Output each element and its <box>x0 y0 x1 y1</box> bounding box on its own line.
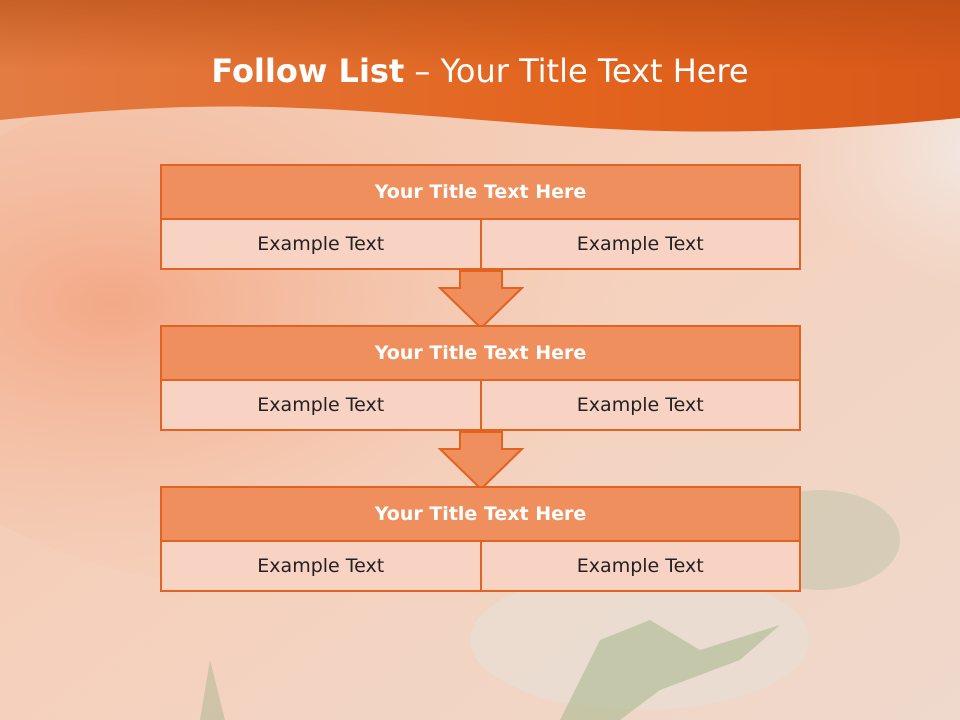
step-row: Example Text Example Text <box>160 381 801 431</box>
step-block-2: Your Title Text Here Example Text Exampl… <box>160 325 801 431</box>
page-title-rest: – Your Title Text Here <box>404 52 749 90</box>
step-block-1: Your Title Text Here Example Text Exampl… <box>160 164 801 270</box>
down-arrow-icon <box>438 431 524 491</box>
step-cell-left: Example Text <box>162 542 480 590</box>
step-title: Your Title Text Here <box>160 325 801 381</box>
step-cell-right: Example Text <box>479 542 799 590</box>
step-title: Your Title Text Here <box>160 486 801 542</box>
step-cell-left: Example Text <box>162 381 480 429</box>
step-row: Example Text Example Text <box>160 220 801 270</box>
header-band <box>0 0 960 132</box>
step-title: Your Title Text Here <box>160 164 801 220</box>
page-title-bold: Follow List <box>211 52 405 90</box>
down-arrow-icon <box>438 270 524 330</box>
step-cell-right: Example Text <box>479 381 799 429</box>
step-cell-left: Example Text <box>162 220 480 268</box>
step-row: Example Text Example Text <box>160 542 801 592</box>
step-block-3: Your Title Text Here Example Text Exampl… <box>160 486 801 592</box>
step-cell-right: Example Text <box>479 220 799 268</box>
page-title: Follow List – Your Title Text Here <box>0 52 960 90</box>
